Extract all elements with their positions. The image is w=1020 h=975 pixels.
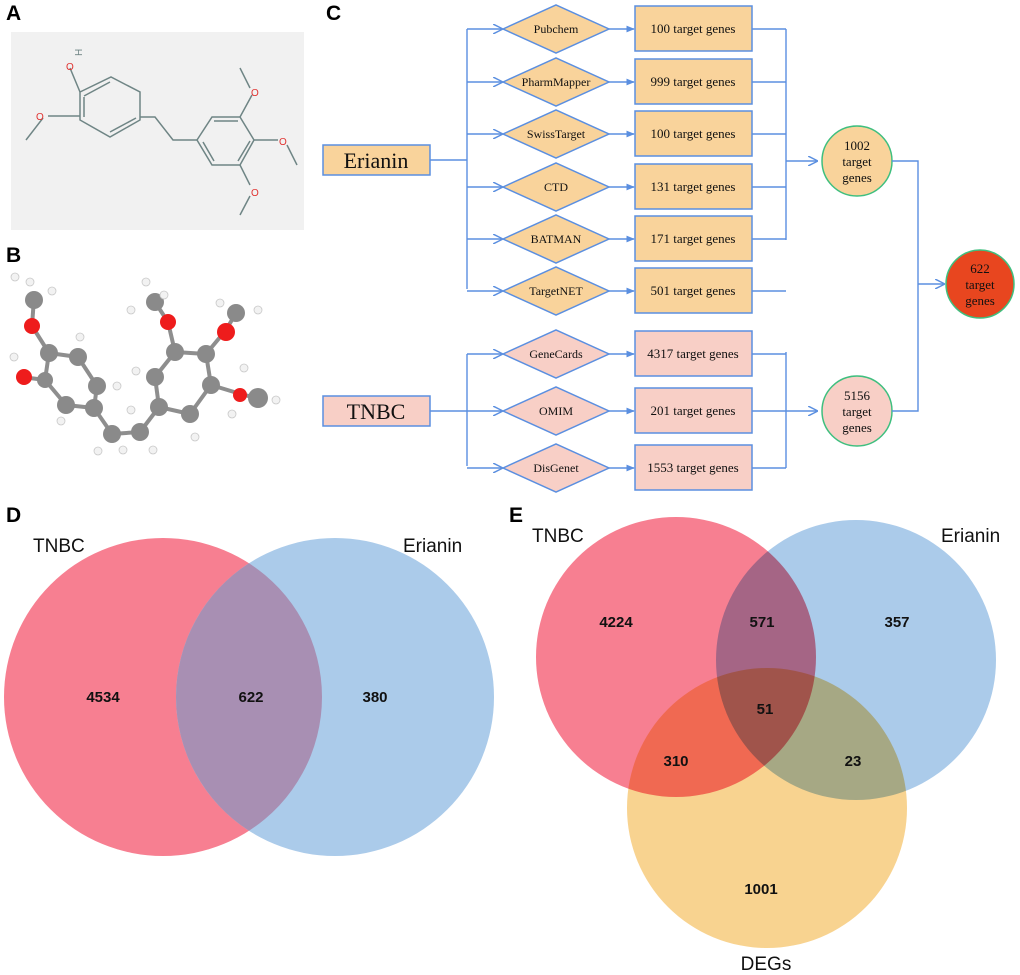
- oxygen-label: O: [36, 112, 44, 123]
- database-label: SwissTarget: [527, 127, 586, 141]
- venn-set-label-tnbc: TNBC: [532, 526, 584, 547]
- venn-value-tnbc-erianin: 571: [749, 614, 774, 631]
- intersection-node: [945, 249, 1015, 319]
- structure-background: [11, 32, 304, 230]
- database-label: Pubchem: [534, 22, 579, 36]
- database-label: TargetNET: [529, 284, 583, 298]
- source-row: OMIM 201 target genes: [467, 386, 786, 436]
- target-count-label: 1553 target genes: [647, 460, 738, 475]
- venn-value-all-three: 51: [757, 701, 774, 718]
- erianin-total-text: genes: [842, 170, 872, 185]
- venn-value-erianin-only: 380: [362, 689, 387, 706]
- oxygen-label: O: [66, 62, 74, 73]
- source-row: Pubchem 100 target genes: [467, 4, 786, 54]
- target-count-label: 201 target genes: [651, 403, 736, 418]
- intersection-count: 622: [970, 261, 990, 276]
- target-count-label: 131 target genes: [651, 179, 736, 194]
- intersection-text: target: [965, 277, 995, 292]
- tnbc-total-text: genes: [842, 420, 872, 435]
- panel-label-e: E: [509, 504, 523, 527]
- venn-value-erianin-degs: 23: [845, 753, 862, 770]
- target-count-node: [634, 330, 753, 377]
- source-row: SwissTarget 100 target genes: [467, 109, 786, 159]
- erianin-total-text: target: [842, 154, 872, 169]
- panel-label-c: C: [326, 2, 341, 25]
- source-row: CTD 131 target genes: [467, 162, 786, 212]
- target-count-label: 100 target genes: [651, 126, 736, 141]
- chemical-structure-2d: [25, 67, 298, 216]
- target-count-label: 999 target genes: [651, 74, 736, 89]
- source-row: GeneCards 4317 target genes: [467, 329, 786, 379]
- target-count-node: [634, 5, 753, 52]
- ball-and-stick-model: [9, 272, 281, 456]
- tnbc-total-count: 5156: [844, 388, 871, 403]
- intersection-text: genes: [965, 293, 995, 308]
- venn-set-label-erianin: Erianin: [403, 536, 462, 557]
- source-row: TargetNET 501 target genes: [467, 266, 786, 316]
- target-count-label: 501 target genes: [651, 283, 736, 298]
- venn-circle-degs: [627, 668, 907, 948]
- panel-e: E TNBC Erianin DEGs 4224 571 357 51 310 …: [509, 504, 1000, 975]
- erianin-node: [322, 144, 431, 176]
- erianin-label: Erianin: [344, 148, 409, 173]
- database-label: BATMAN: [531, 232, 582, 246]
- venn-set-label-degs: DEGs: [741, 954, 792, 975]
- source-row: PharmMapper 999 target genes: [467, 57, 786, 107]
- target-count-label: 4317 target genes: [647, 346, 738, 361]
- erianin-total-count: 1002: [844, 138, 870, 153]
- venn-value-degs-only: 1001: [744, 881, 777, 898]
- venn-value-tnbc-only: 4224: [599, 614, 633, 631]
- venn-set-label-tnbc: TNBC: [33, 536, 85, 557]
- panel-a: A H O O: [6, 2, 304, 230]
- oxygen-label: O: [251, 88, 259, 99]
- venn-value-tnbc-only: 4534: [86, 689, 120, 706]
- venn-set-label-erianin: Erianin: [941, 526, 1000, 547]
- target-count-node: [634, 444, 753, 491]
- panel-label-b: B: [6, 244, 21, 267]
- oxygen-label: O: [251, 188, 259, 199]
- panel-b: B: [6, 244, 281, 456]
- target-count-label: 100 target genes: [651, 21, 736, 36]
- database-label: GeneCards: [529, 347, 583, 361]
- panel-label-d: D: [6, 504, 21, 527]
- target-count-node: [634, 163, 753, 210]
- database-label: CTD: [544, 180, 568, 194]
- source-row: BATMAN 171 target genes: [467, 214, 786, 264]
- panel-label-a: A: [6, 2, 21, 25]
- oxygen-label: O: [279, 137, 287, 148]
- panel-d: D TNBC Erianin 4534 622 380: [4, 504, 494, 856]
- target-count-node: [634, 215, 753, 262]
- hydrogen-label: H: [74, 49, 85, 56]
- source-row: DisGenet 1553 target genes: [467, 443, 786, 493]
- venn-value-erianin-only: 357: [884, 614, 909, 631]
- tnbc-label: TNBC: [347, 399, 406, 424]
- database-label: PharmMapper: [522, 75, 591, 89]
- venn-value-tnbc-degs: 310: [663, 753, 688, 770]
- venn-overlap-tnbc-erianin: [175, 563, 323, 831]
- tnbc-total-text: target: [842, 404, 872, 419]
- database-label: OMIM: [539, 404, 573, 418]
- database-label: DisGenet: [533, 461, 579, 475]
- target-count-node: [634, 58, 753, 105]
- target-count-label: 171 target genes: [651, 231, 736, 246]
- atom-labels: H O O O O O: [36, 49, 287, 199]
- venn-value-overlap: 622: [238, 689, 263, 706]
